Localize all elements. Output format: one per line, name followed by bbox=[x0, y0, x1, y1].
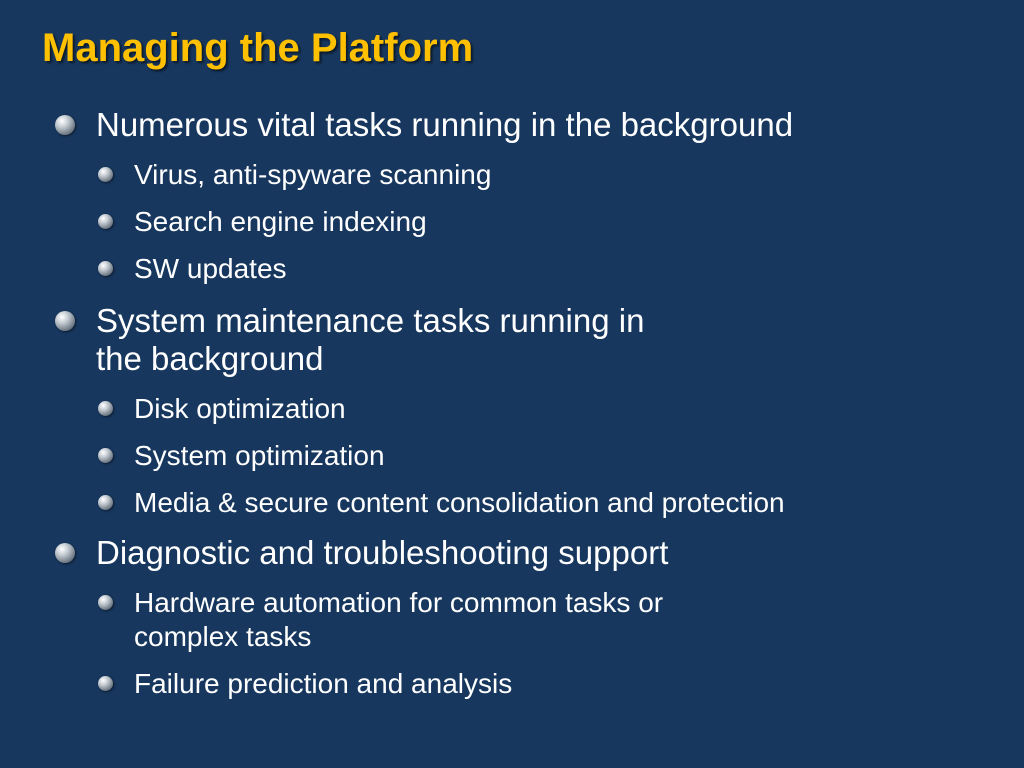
bullet-text: Diagnostic and troubleshooting support bbox=[96, 534, 669, 571]
sphere-bullet-icon bbox=[98, 448, 113, 463]
sphere-bullet-icon bbox=[55, 311, 75, 331]
sub-bullet-text: SW updates bbox=[134, 253, 287, 284]
bullet-list: Numerous vital tasks running in the back… bbox=[52, 106, 992, 701]
sphere-bullet-icon bbox=[98, 214, 113, 229]
sub-bullet-text: Media & secure content consolidation and… bbox=[134, 487, 785, 518]
sub-bullet-item: Virus, anti-spyware scanning bbox=[52, 158, 992, 192]
sphere-bullet-icon bbox=[98, 595, 113, 610]
sphere-bullet-icon bbox=[98, 261, 113, 276]
sub-bullet-item: Hardware automation for common tasks or … bbox=[52, 586, 992, 654]
sphere-bullet-icon bbox=[98, 401, 113, 416]
sub-bullet-item: Disk optimization bbox=[52, 392, 992, 426]
sub-bullet-item: Search engine indexing bbox=[52, 205, 992, 239]
bullet-item: Numerous vital tasks running in the back… bbox=[52, 106, 992, 144]
sub-bullet-text: Hardware automation for common tasks or … bbox=[134, 587, 664, 652]
bullet-item: Diagnostic and troubleshooting support bbox=[52, 534, 992, 572]
sub-bullet-text: Disk optimization bbox=[134, 393, 346, 424]
bullet-text: System maintenance tasks running in the … bbox=[96, 302, 645, 377]
sub-bullet-item: Media & secure content consolidation and… bbox=[52, 486, 992, 520]
sphere-bullet-icon bbox=[55, 115, 75, 135]
sphere-bullet-icon bbox=[98, 676, 113, 691]
sub-bullet-item: System optimization bbox=[52, 439, 992, 473]
bullet-text: Numerous vital tasks running in the back… bbox=[96, 106, 794, 143]
slide-title: Managing the Platform bbox=[42, 26, 474, 70]
sphere-bullet-icon bbox=[55, 543, 75, 563]
sub-bullet-text: Failure prediction and analysis bbox=[134, 668, 513, 699]
sub-bullet-item: SW updates bbox=[52, 252, 992, 286]
sub-bullet-item: Failure prediction and analysis bbox=[52, 667, 992, 701]
sphere-bullet-icon bbox=[98, 167, 113, 182]
sphere-bullet-icon bbox=[98, 495, 113, 510]
bullet-item: System maintenance tasks running in the … bbox=[52, 302, 992, 378]
sub-bullet-text: System optimization bbox=[134, 440, 385, 471]
sub-bullet-text: Virus, anti-spyware scanning bbox=[134, 159, 492, 190]
sub-bullet-text: Search engine indexing bbox=[134, 206, 427, 237]
